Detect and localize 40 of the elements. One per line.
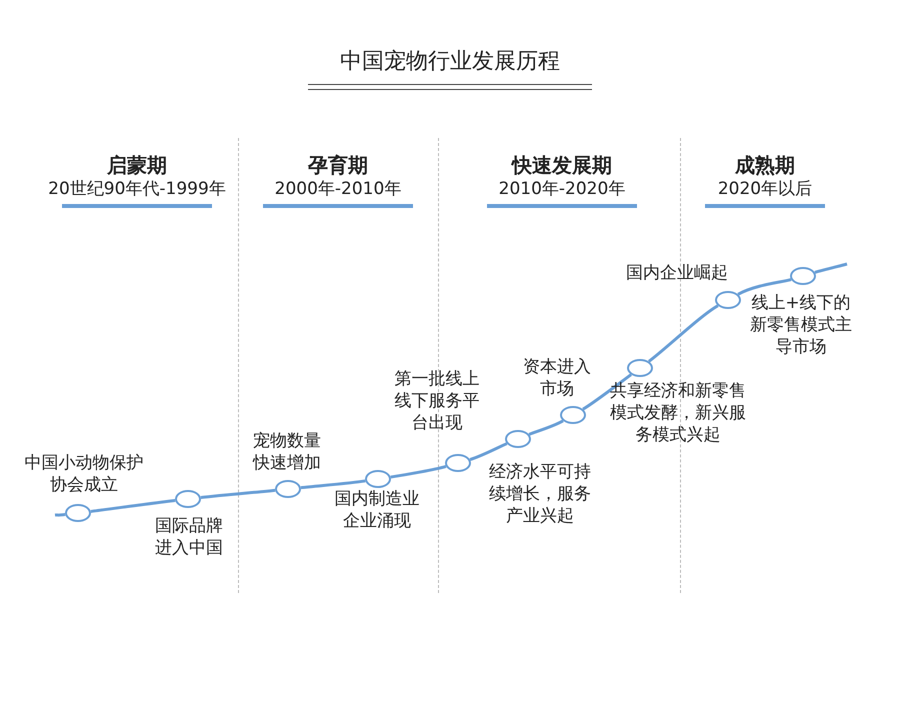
phase-period: 2010年-2020年 (498, 178, 626, 200)
phase-period: 2020年以后 (718, 178, 812, 200)
timeline-curve (528, 419, 564, 436)
milestone-text: 线上+线下的新零售模式主导市场 (749, 292, 853, 358)
phase-period: 2000年-2010年 (274, 178, 402, 200)
timeline-curve (90, 498, 176, 513)
milestone-marker (65, 504, 91, 522)
timeline-curve (648, 304, 719, 363)
milestone-marker (627, 359, 653, 377)
phase-heading: 孕育期 (308, 152, 368, 178)
milestone-marker (175, 490, 201, 508)
milestone-marker (560, 406, 586, 424)
diagram-title: 中国宠物行业发展历程 (339, 48, 561, 76)
milestone-text: 国内企业崛起 (625, 262, 729, 284)
phase-heading: 启蒙期 (107, 152, 167, 178)
phase-period: 20世纪90年代-1999年 (48, 178, 226, 200)
timeline-curve (200, 488, 276, 500)
phase-heading: 快速发展期 (512, 152, 612, 178)
milestone-marker (505, 430, 531, 448)
milestone-marker (365, 470, 391, 488)
timeline-curve (54, 513, 66, 517)
milestone-marker (275, 480, 301, 498)
timeline-curve (737, 278, 792, 296)
timeline-curve (470, 442, 508, 461)
milestone-text: 资本进入市场 (522, 356, 592, 400)
milestone-text: 经济水平可持续增长，服务产业兴起 (488, 461, 592, 527)
milestone-text: 国际品牌进入中国 (154, 515, 224, 559)
milestone-marker (715, 291, 741, 309)
timeline-curve (814, 262, 848, 274)
timeline-curve (300, 479, 366, 490)
milestone-text: 第一批线上线下服务平台出现 (394, 368, 480, 434)
milestone-text: 宠物数量快速增加 (252, 430, 322, 474)
phase-heading: 成熟期 (735, 152, 795, 178)
milestone-marker (790, 267, 816, 285)
timeline-curve (582, 373, 632, 410)
milestone-text: 共享经济和新零售模式发酵，新兴服务模式兴起 (609, 380, 747, 446)
timeline-curve (390, 464, 446, 479)
milestone-text: 中国小动物保护协会成立 (24, 452, 144, 496)
milestone-marker (445, 454, 471, 472)
milestone-text: 国内制造业企业涌现 (334, 488, 420, 532)
